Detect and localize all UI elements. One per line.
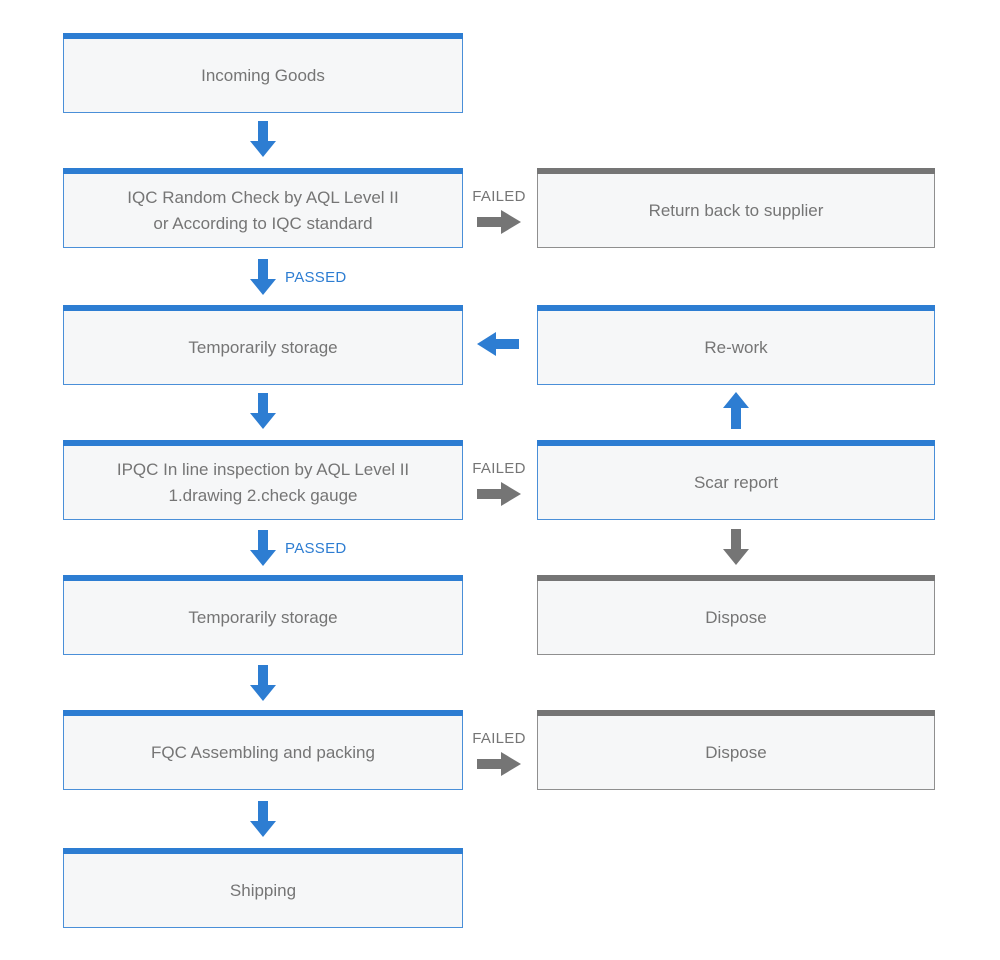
arrow-left-icon bbox=[477, 332, 519, 356]
node-shipping: Shipping bbox=[63, 848, 463, 928]
node-label-line2: or According to IQC standard bbox=[153, 213, 373, 233]
arrow-down-icon bbox=[723, 529, 749, 565]
arrow-down-icon bbox=[250, 121, 276, 157]
failed-label: FAILED bbox=[472, 460, 526, 477]
node-top-bar bbox=[63, 575, 463, 581]
passed-label: PASSED bbox=[285, 268, 347, 286]
failed-label: FAILED bbox=[472, 188, 526, 205]
node-return-to-supplier: Return back to supplier bbox=[537, 168, 935, 248]
node-label: Dispose bbox=[705, 742, 767, 762]
arrow-right-icon bbox=[477, 210, 521, 234]
node-top-bar bbox=[537, 575, 935, 581]
node-label-line2: 1.drawing 2.check gauge bbox=[168, 485, 358, 505]
failed-edge-2: FAILED bbox=[469, 460, 529, 506]
node-dispose-2: Dispose bbox=[537, 710, 935, 790]
node-label: Shipping bbox=[229, 880, 297, 900]
node-scar-report: Scar report bbox=[537, 440, 935, 520]
node-top-bar bbox=[63, 710, 463, 716]
node-label: Scar report bbox=[693, 472, 779, 492]
node-top-bar bbox=[63, 440, 463, 446]
node-label: Temporarily storage bbox=[188, 607, 338, 627]
node-label-line1: IQC Random Check by AQL Level II bbox=[127, 187, 399, 207]
node-top-bar bbox=[537, 440, 935, 446]
node-label: Temporarily storage bbox=[188, 337, 338, 357]
node-incoming-goods: Incoming Goods bbox=[63, 33, 463, 113]
arrow-up-icon bbox=[723, 392, 749, 429]
arrow-right-icon bbox=[477, 752, 521, 776]
node-top-bar bbox=[537, 168, 935, 174]
node-label-line1: IPQC In line inspection by AQL Level II bbox=[116, 459, 410, 479]
failed-edge-3: FAILED bbox=[469, 730, 529, 776]
passed-edge-1: PASSED bbox=[250, 259, 347, 295]
arrow-down-icon bbox=[250, 665, 276, 701]
node-fqc-assembling-packing: FQC Assembling and packing bbox=[63, 710, 463, 790]
node-top-bar bbox=[537, 710, 935, 716]
node-label: FQC Assembling and packing bbox=[151, 742, 375, 762]
failed-label: FAILED bbox=[472, 730, 526, 747]
arrow-right-icon bbox=[477, 482, 521, 506]
node-label: Return back to supplier bbox=[648, 200, 824, 220]
node-label: Re-work bbox=[704, 337, 768, 357]
node-iqc-random-check: IQC Random Check by AQL Level II or Acco… bbox=[63, 168, 463, 248]
node-temporarily-storage-2: Temporarily storage bbox=[63, 575, 463, 655]
arrow-down-icon bbox=[250, 393, 276, 429]
arrow-down-icon bbox=[250, 801, 276, 837]
arrow-down-icon bbox=[250, 530, 276, 566]
node-rework: Re-work bbox=[537, 305, 935, 385]
node-top-bar bbox=[63, 848, 463, 854]
failed-edge-1: FAILED bbox=[469, 188, 529, 234]
node-dispose-1: Dispose bbox=[537, 575, 935, 655]
node-top-bar bbox=[63, 168, 463, 174]
passed-edge-2: PASSED bbox=[250, 530, 347, 566]
node-temporarily-storage-1: Temporarily storage bbox=[63, 305, 463, 385]
passed-label: PASSED bbox=[285, 539, 347, 557]
node-top-bar bbox=[63, 305, 463, 311]
node-ipqc-inspection: IPQC In line inspection by AQL Level II … bbox=[63, 440, 463, 520]
node-label: Dispose bbox=[705, 607, 767, 627]
arrow-down-icon bbox=[250, 259, 276, 295]
node-top-bar bbox=[537, 305, 935, 311]
node-top-bar bbox=[63, 33, 463, 39]
node-label: Incoming Goods bbox=[201, 65, 325, 85]
